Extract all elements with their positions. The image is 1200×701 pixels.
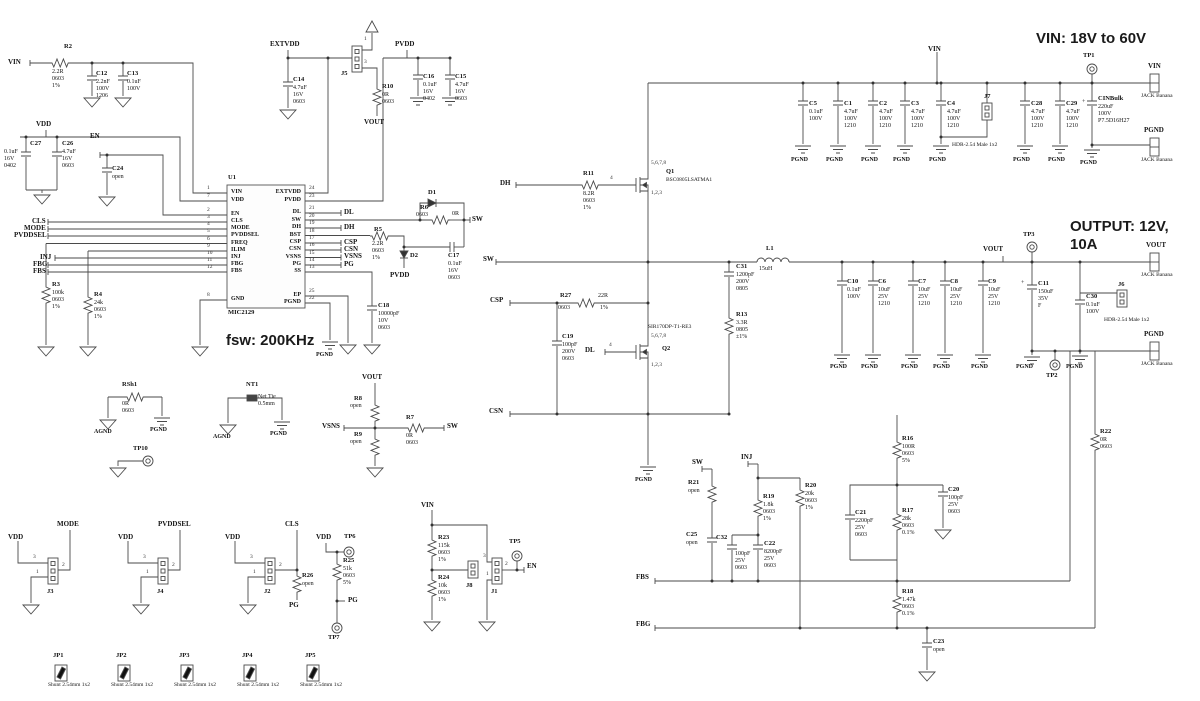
diodes bbox=[399, 198, 438, 259]
junction-dots bbox=[24, 56, 1094, 630]
misc bbox=[54, 20, 790, 682]
resistors bbox=[40, 57, 1101, 615]
mosfets bbox=[635, 171, 649, 366]
grounds bbox=[21, 97, 1100, 682]
test-points bbox=[142, 63, 1098, 634]
wires bbox=[17, 33, 1150, 670]
headers bbox=[47, 45, 1160, 585]
ic-u1-body bbox=[226, 184, 306, 309]
capacitors bbox=[21, 74, 1097, 648]
